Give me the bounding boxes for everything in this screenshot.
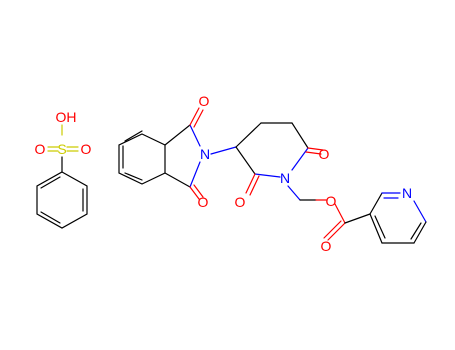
py-c4-c3-double (374, 215, 386, 239)
carbonyl-o-bond-b (323, 220, 342, 239)
imide-n-label: N (200, 146, 210, 162)
gl-c6-n-bond (291, 147, 309, 171)
phthalimide-benzo-ring (118, 133, 166, 185)
pyridine-n-label: N (402, 185, 412, 201)
c1-n-bond (189, 124, 201, 147)
benzene-ring (36, 171, 88, 229)
glutarimide-oxo-right-label: O (319, 146, 330, 162)
imide-oxo-bottom-label: O (198, 194, 209, 210)
c3-o-bond-b (193, 184, 204, 198)
benzene-double-2 (40, 211, 61, 224)
py-c6-c5-double (410, 222, 422, 240)
py-c6-c5-bond (413, 221, 427, 244)
c3a-c1-bond (164, 124, 191, 146)
n-ch2-bond (287, 185, 301, 201)
glutarimide-oxo-left-label: O (235, 194, 246, 210)
gl-c6-o-bond-b (305, 151, 322, 155)
o-carbonyl-bond (334, 203, 346, 224)
benzo-double-3 (124, 172, 143, 181)
gl-c5-c6-bond (291, 122, 309, 149)
ester-carbonyl-o-label: O (321, 238, 332, 254)
py-n-c6-bond (413, 200, 427, 223)
py-c4-c3-bond (369, 213, 383, 244)
phthalimido-glutarimide-nicotinate: O N O O N O O O N (118, 93, 427, 254)
glutarimide-n-label: N (280, 170, 290, 186)
benzo-double-2 (124, 130, 143, 142)
carbonyl-o-bond-a (327, 222, 346, 241)
oxo-left-label: O (35, 141, 46, 157)
gl-c3-c2-bond (235, 146, 256, 175)
c7a-c3-bond (164, 172, 191, 188)
c3-n-bond (189, 161, 201, 188)
gl-c2-o-bond-b (249, 175, 260, 196)
hydroxyl-label: OH (56, 109, 77, 125)
benzenesulfonic-acid: OH S O O (35, 109, 92, 229)
c1-o-bond-a (189, 107, 200, 126)
n-c3prime-bond (210, 146, 237, 155)
ester-o-label: O (326, 193, 337, 209)
imide-oxo-top-label: O (199, 93, 210, 109)
sulfur-label: S (57, 141, 66, 157)
benzene-double-3 (40, 176, 61, 189)
gl-c6-o-bond-a (307, 147, 324, 151)
gl-c2-o-bond-a (245, 173, 256, 194)
carbonyl-pyridine-bond (344, 213, 371, 224)
c1-o-bond-b (193, 109, 204, 128)
gl-c2-n-bond (254, 173, 281, 178)
oxo-right-label: O (81, 141, 92, 157)
py-c3-c2-bond (369, 192, 383, 215)
c3-o-bond-a (189, 186, 200, 200)
gl-c3-c4-bond (235, 122, 262, 148)
